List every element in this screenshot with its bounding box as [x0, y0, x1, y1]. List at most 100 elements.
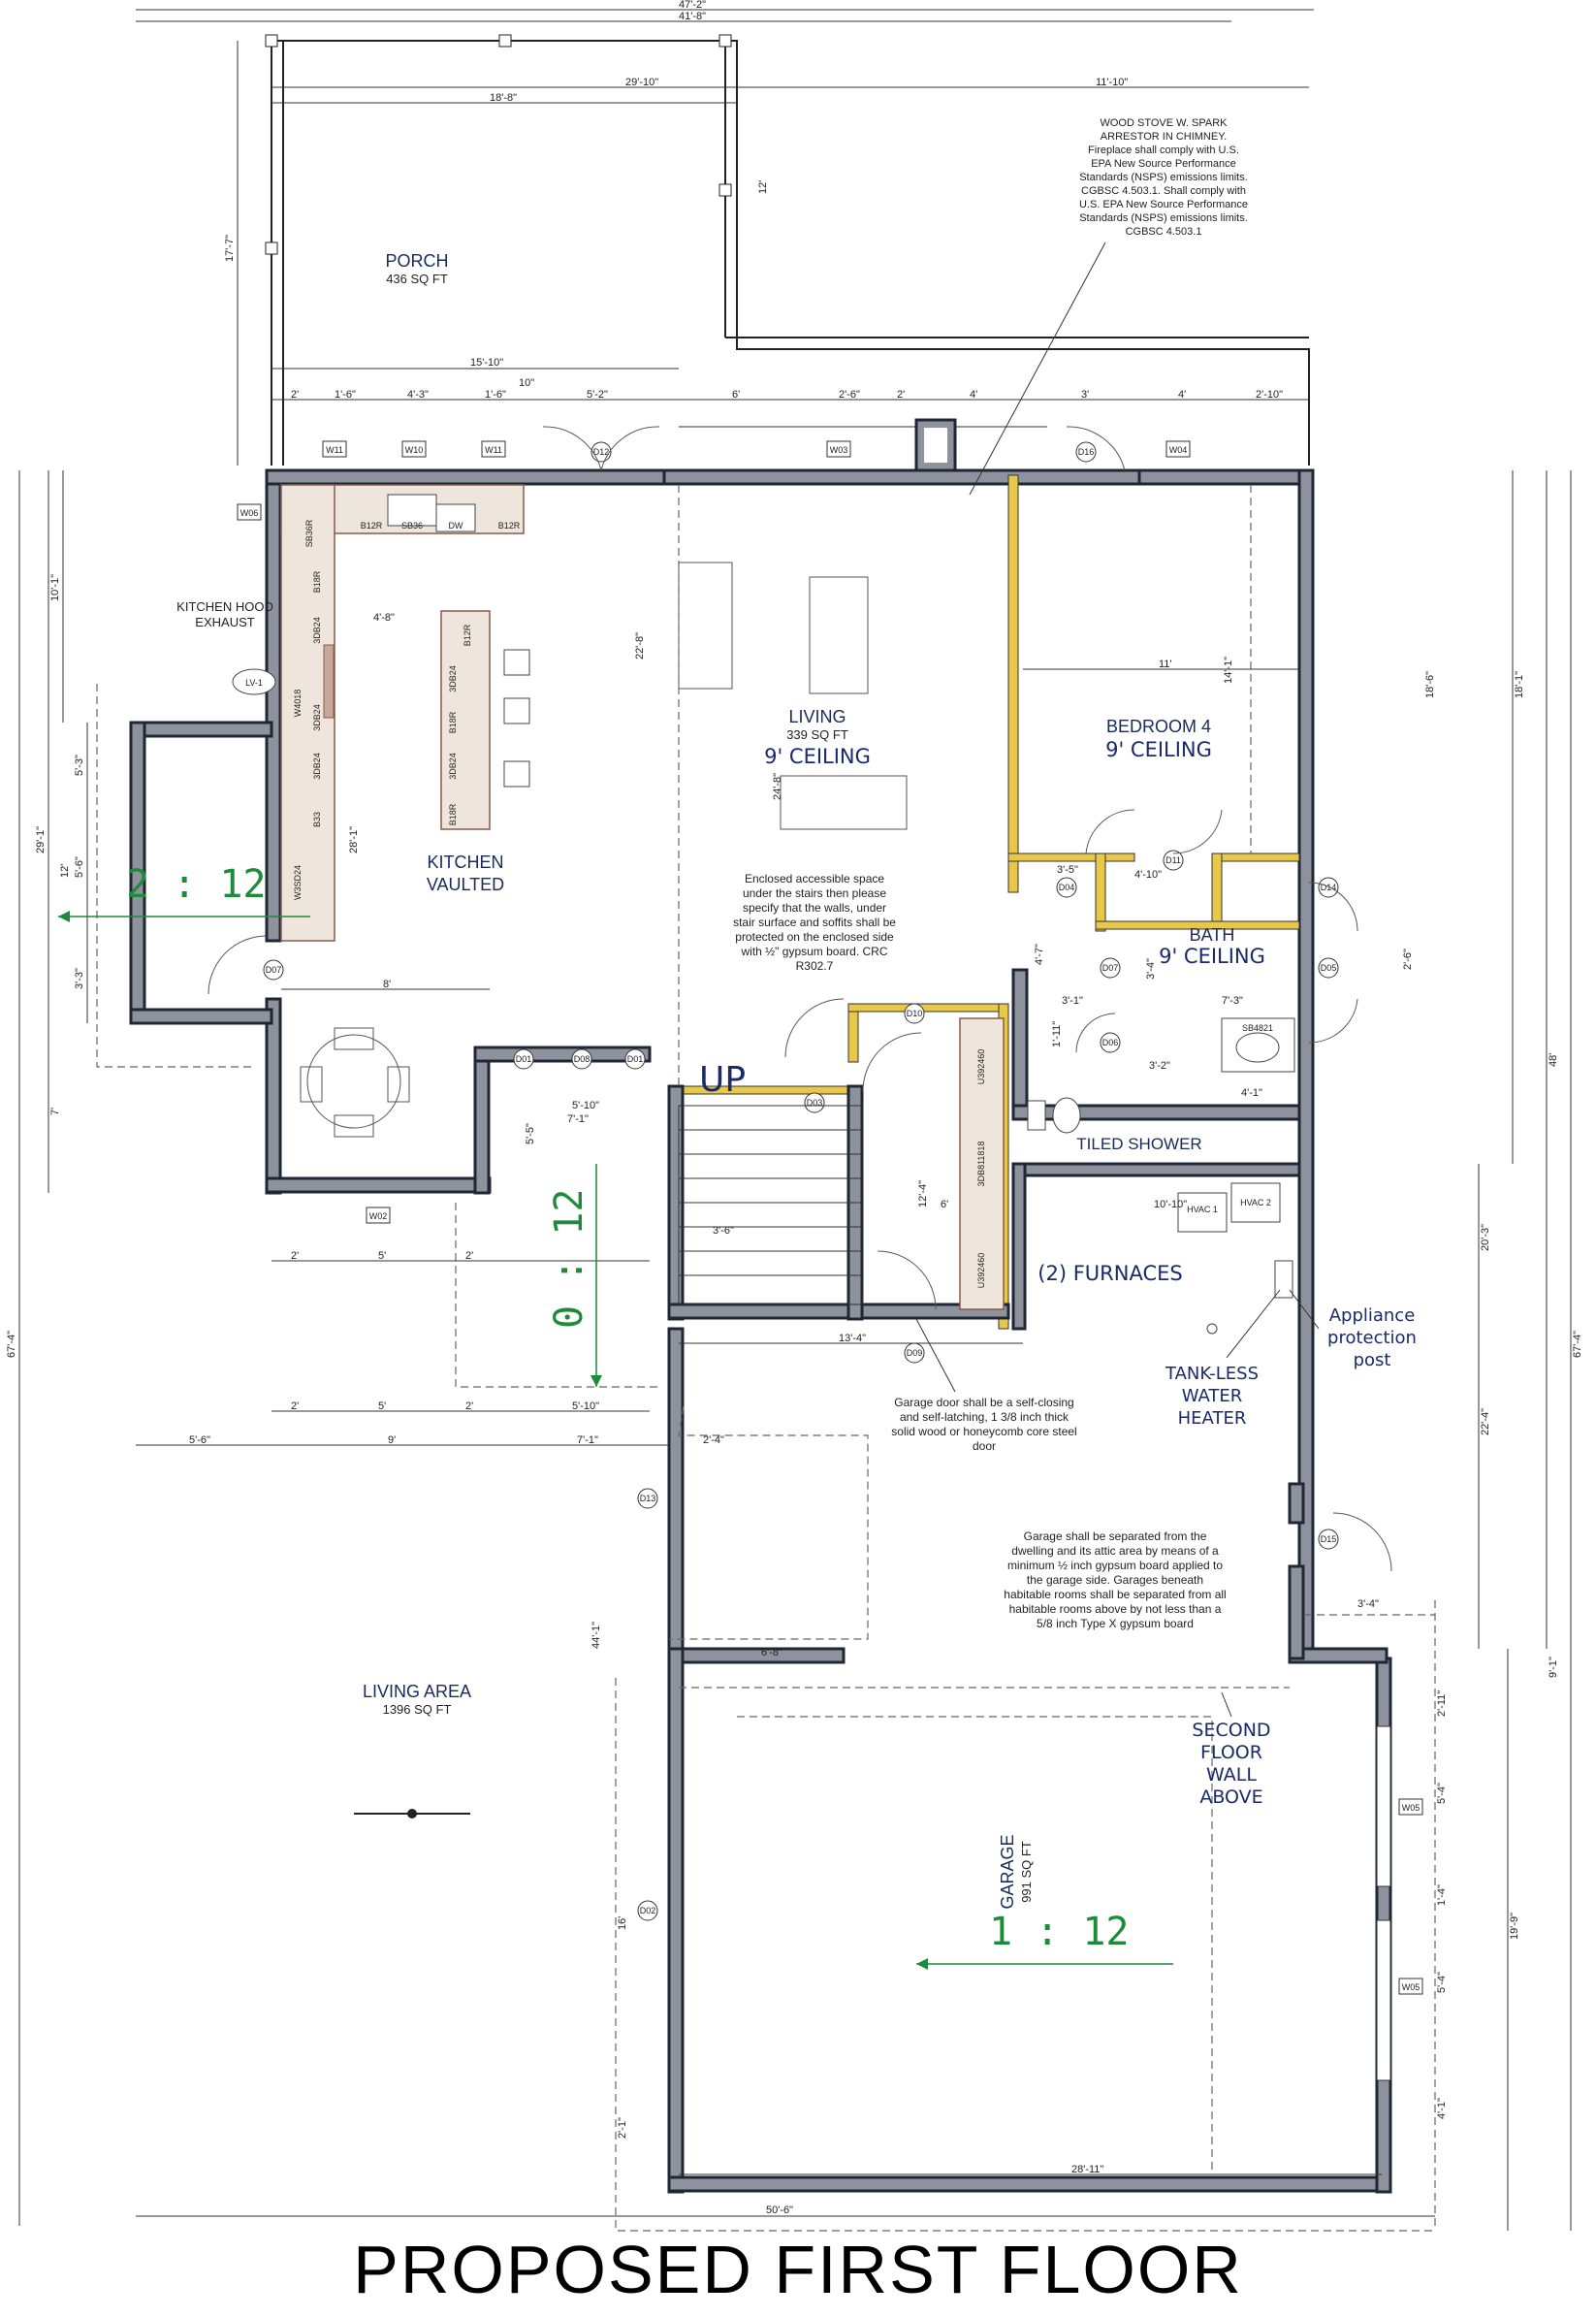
- dim-right-20: 20'-3": [1480, 1224, 1491, 1251]
- interior-dimensions: 8' 4'-8" 5'-10" 7'-1" 5'-5" 3'-6" 12'-4"…: [136, 612, 1448, 2217]
- furnaces-label: (2) FURNACES: [1037, 1262, 1182, 1285]
- dim-2: 2': [291, 389, 299, 401]
- room-labels: LIVING 339 SQ FT 9' CEILING KITCHEN VAUL…: [363, 707, 1265, 1910]
- note-second-floor: ABOVE: [1199, 1786, 1262, 1808]
- dim-porch-h: 17'-7": [224, 235, 236, 262]
- window-tag: W05: [1402, 1803, 1420, 1813]
- bath-fixtures: SB4821 TILED SHOWER: [1027, 1017, 1295, 1153]
- note-stairs: protected on the enclosed side: [735, 930, 894, 944]
- living-area-label: LIVING AREA: [363, 1682, 471, 1701]
- dim-2b: 2': [897, 389, 905, 401]
- dim-porch-r: 12': [757, 180, 769, 194]
- laundry-cabinets: U392460 3DB811818 U392460: [959, 1017, 1005, 1310]
- note-appliance: Appliance: [1329, 1305, 1416, 1326]
- note-wood-stove: EPA New Source Performance: [1091, 158, 1236, 170]
- dim-5-3: 5'-3": [74, 755, 85, 776]
- note-garage-door: Garage door shall be a self-closing: [894, 1396, 1073, 1409]
- dim-bed-11: 11': [1159, 659, 1172, 670]
- door-tag: D14: [1321, 883, 1337, 892]
- dim-left-10: 10'-1": [49, 574, 61, 601]
- dim-left-29: 29'-1": [35, 826, 47, 853]
- dim-7-3: 7'-3": [1222, 995, 1243, 1007]
- garage-windows: [1376, 1725, 1391, 2081]
- dim-4-10: 4'-10": [1134, 869, 1162, 881]
- dim-right-total: 67'-4": [1572, 1331, 1583, 1358]
- dim-1-6b: 1'-6": [485, 389, 506, 401]
- dim-4-7: 4'-7": [1034, 944, 1045, 965]
- exterior-walls: [129, 418, 1392, 2194]
- dim-9-1: 9'-1": [1548, 1657, 1559, 1678]
- notes: WOOD STOVE W. SPARK ARRESTOR IN CHIMNEY.…: [176, 117, 1417, 1808]
- door-tag: D04: [1059, 883, 1075, 892]
- dim-12: 12': [59, 864, 71, 878]
- dim-7-1b: 7'-1": [577, 1434, 598, 1446]
- window-tag: W04: [1169, 445, 1188, 455]
- dim-2-10: 2'-10": [1256, 389, 1283, 401]
- note-appliance: protection: [1327, 1328, 1417, 1348]
- porch-label: PORCH: [385, 251, 448, 271]
- kitchen-cabinets: SB36 DW B12R B12R SB36R B18R 3DB24 3DB24…: [280, 484, 530, 942]
- porch: 17'-7" 12' PORCH 436 SQ FT 15'-10" 2' 1'…: [224, 34, 1310, 466]
- note-wood-stove: U.S. EPA New Source Performance: [1079, 199, 1248, 210]
- dim-2-11: 2'-11": [1436, 1690, 1448, 1717]
- dim-top1: 47'-2": [679, 0, 706, 11]
- dim-5-4b: 5'-4": [1436, 1972, 1448, 1993]
- dim-6: 6': [732, 389, 740, 401]
- cabinet-tag: B18R: [448, 803, 458, 825]
- door-swings: [207, 426, 1392, 1572]
- note-garage-separation: Garage shall be separated from the: [1024, 1529, 1207, 1543]
- note-kitchen-hood: KITCHEN HOOD: [176, 599, 273, 614]
- dim-3-2: 3'-2": [1149, 1060, 1170, 1072]
- note-water-heater: HEATER: [1178, 1408, 1247, 1429]
- top-dimensions: 47'-2" 41'-8" 29'-10" 18'-8" 11'-10": [136, 0, 1314, 104]
- door-tag: D08: [574, 1054, 591, 1064]
- slope-left: 2 : 12: [126, 862, 267, 907]
- note-garage-separation: habitable rooms above by not less than a: [1009, 1602, 1222, 1616]
- dim-5-4: 5'-4": [1436, 1783, 1448, 1804]
- dim-5-10b: 5'-10": [572, 1400, 599, 1412]
- dim-2e: 2': [291, 1400, 299, 1412]
- window-tags: W11 W10 W11 W03 W04 W06 W02 W05 W05: [237, 440, 1423, 1995]
- note-second-floor: SECOND: [1192, 1720, 1270, 1741]
- dim-top-right: 11'-10": [1096, 77, 1128, 88]
- dim-5-10: 5'-10": [572, 1100, 599, 1111]
- note-wood-stove: WOOD STOVE W. SPARK: [1100, 117, 1228, 129]
- page-title: PROPOSED FIRST FLOOR: [353, 2232, 1243, 2307]
- door-tag: D01: [516, 1054, 532, 1064]
- dim-porch-l: 18'-8": [490, 92, 517, 104]
- dim-1-4: 1'-4": [1436, 1884, 1448, 1906]
- hvac2-label: HVAC 2: [1240, 1198, 1271, 1207]
- window-tag: W06: [240, 508, 259, 518]
- cabinet-tag: 3DB811818: [976, 1142, 986, 1187]
- slope-stair: 0 : 12: [547, 1189, 591, 1330]
- kitchen-label: KITCHEN: [427, 853, 503, 872]
- dim-4b: 4': [1178, 389, 1186, 401]
- hvac1-label: HVAC 1: [1187, 1205, 1218, 1214]
- note-second-floor: WALL: [1206, 1764, 1257, 1786]
- dim-right-48: 48': [1548, 1053, 1559, 1067]
- slope-garage: 1 : 12: [989, 1910, 1130, 1954]
- note-appliance: post: [1354, 1350, 1391, 1370]
- note-garage-separation: 5/8 inch Type X gypsum board: [1037, 1617, 1194, 1630]
- cabinet-tag: 3DB24: [312, 704, 322, 731]
- north-arrow-icon: [354, 1809, 470, 1818]
- dim-kitchen-28: 28'-1": [348, 826, 360, 853]
- dim-stair-12: 12'-4": [917, 1180, 929, 1207]
- dim-3-1: 3'-1": [1062, 995, 1083, 1007]
- dim-4-3: 4'-3": [407, 389, 429, 401]
- dim-6-8: 6'-8": [761, 1647, 782, 1658]
- note-wood-stove: Standards (NSPS) emissions limits.: [1079, 172, 1248, 183]
- door-tag: D05: [1321, 963, 1337, 973]
- lv-tag: LV-1: [245, 678, 263, 688]
- porch-area: 436 SQ FT: [386, 272, 448, 286]
- dim-right-19: 19'-9": [1509, 1913, 1520, 1940]
- dashed-outlines: [96, 485, 1436, 2232]
- note-second-floor: FLOOR: [1200, 1742, 1262, 1763]
- dim-10: 10": [519, 377, 534, 389]
- door-tag: D07: [266, 965, 282, 975]
- cabinet-tag: B12R: [361, 521, 383, 531]
- dim-right-18b: 18'-6": [1424, 671, 1436, 698]
- dim-8: 8': [383, 979, 391, 990]
- dim-5-5: 5'-5": [525, 1123, 536, 1144]
- dim-right-22: 22'-4": [1480, 1408, 1491, 1435]
